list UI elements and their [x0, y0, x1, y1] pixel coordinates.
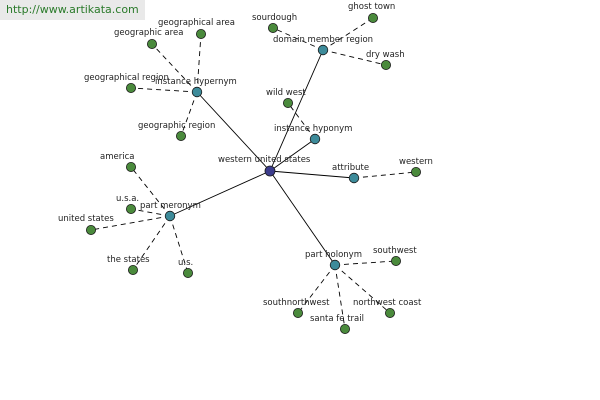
relation-node[interactable]	[348, 172, 360, 184]
leaf-node[interactable]	[182, 267, 193, 278]
relation-node[interactable]	[317, 44, 329, 56]
leaf-node[interactable]	[126, 203, 137, 214]
nodes	[86, 12, 421, 334]
leaf-label: u.s.a.	[116, 194, 139, 204]
leaf-node[interactable]	[175, 130, 186, 141]
relation-node[interactable]	[309, 133, 321, 145]
leaf-node[interactable]	[384, 307, 395, 318]
edge-r6-l16	[297, 264, 336, 314]
edge-r5-l13	[132, 215, 171, 271]
edge-r6-l17	[334, 264, 346, 330]
leaf-label: northwest coast	[353, 298, 422, 308]
edge-r4-l9	[353, 171, 417, 179]
edge-r6-l18	[334, 264, 391, 314]
leaf-node[interactable]	[146, 39, 157, 50]
center-label: western united states	[218, 155, 311, 165]
relation-node[interactable]	[191, 86, 203, 98]
relation-label: domain member region	[273, 35, 373, 45]
leaf-node[interactable]	[410, 166, 421, 177]
edges	[90, 17, 417, 330]
leaf-label: sourdough	[252, 13, 297, 23]
leaf-label: santa fe trail	[310, 314, 364, 324]
leaf-label: geographic region	[138, 121, 215, 131]
relation-node[interactable]	[329, 259, 341, 271]
center-node[interactable]	[264, 165, 276, 177]
leaf-node[interactable]	[126, 83, 137, 94]
leaf-label: southwest	[373, 246, 417, 256]
edge-r1-l2	[151, 43, 198, 93]
relation-label: instance hyponym	[274, 124, 352, 134]
relation-node[interactable]	[164, 210, 176, 222]
leaf-node[interactable]	[282, 98, 293, 109]
edge-center-r4	[269, 170, 355, 179]
leaf-label: geographical region	[84, 73, 169, 83]
edge-r2-l6	[322, 17, 374, 51]
leaf-label: wild west	[266, 88, 306, 98]
watermark-link[interactable]: http://www.artikata.com	[0, 0, 145, 20]
edge-r1-l3	[130, 87, 198, 93]
edge-r3-l8	[287, 102, 316, 140]
leaf-node[interactable]	[267, 22, 278, 33]
leaf-label: america	[100, 152, 134, 162]
edge-center-r3	[269, 138, 316, 172]
leaf-node[interactable]	[127, 264, 138, 275]
leaf-node[interactable]	[292, 307, 303, 318]
relation-label: part meronym	[140, 201, 201, 211]
edge-r2-l5	[272, 27, 324, 51]
edge-center-r5	[169, 170, 271, 217]
leaf-label: dry wash	[366, 50, 405, 60]
edge-r1-l4	[180, 91, 198, 137]
leaf-node[interactable]	[195, 28, 206, 39]
leaf-node[interactable]	[339, 323, 350, 334]
relation-label: attribute	[332, 163, 369, 173]
edge-center-r1	[196, 91, 271, 172]
edge-r5-l11	[130, 208, 171, 217]
edge-r2-l7	[322, 49, 387, 66]
edge-r5-l14	[169, 215, 189, 274]
leaf-label: ghost town	[348, 2, 395, 12]
leaf-label: southnorthwest	[263, 298, 330, 308]
relation-label: part holonym	[305, 250, 362, 260]
edge-center-r2	[269, 49, 324, 172]
leaf-node[interactable]	[126, 161, 137, 172]
leaf-label: u.s.	[178, 258, 193, 268]
leaf-label: geographical area	[158, 18, 235, 28]
edge-r5-l12	[90, 215, 171, 231]
leaf-label: geographic area	[114, 28, 183, 38]
edge-r1-l1	[196, 33, 202, 93]
edge-center-r6	[269, 170, 336, 266]
leaf-label: the states	[107, 255, 150, 265]
edge-r5-l10	[130, 166, 171, 217]
leaf-node[interactable]	[390, 255, 401, 266]
leaf-label: western	[399, 157, 433, 167]
leaf-label: united states	[58, 214, 114, 224]
edge-r6-l15	[334, 260, 397, 266]
relation-label: instance hypernym	[155, 77, 237, 87]
leaf-node[interactable]	[367, 12, 378, 23]
leaf-node[interactable]	[380, 60, 391, 71]
leaf-node[interactable]	[86, 224, 97, 235]
